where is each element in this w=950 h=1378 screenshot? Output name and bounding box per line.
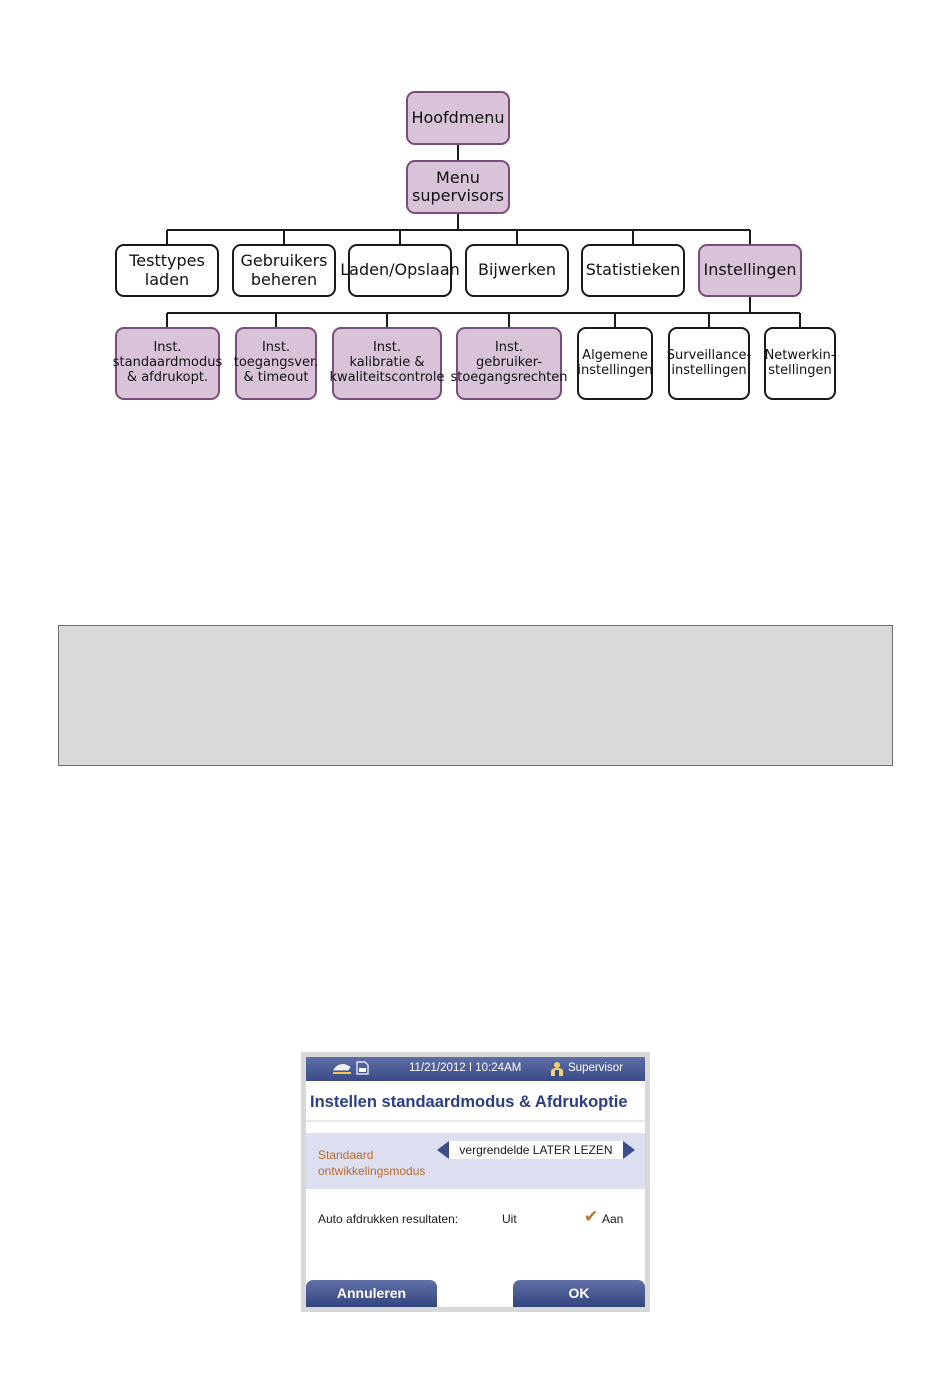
menu-node-inst-kalibratie: Inst. kalibratie & kwaliteitscontrole (330, 327, 445, 400)
menu-node-inst-toegangsver: Inst. toegangsver. & timeout (234, 327, 318, 400)
default-mode-row: Standaard ontwikkelingsmodus vergrendeld… (306, 1133, 645, 1189)
screen-title: Instellen standaardmodus & Afdrukoptie (310, 1093, 628, 1111)
status-user: Supervisor (568, 1062, 623, 1074)
menu-node-netwerkinstellingen: Netwerkin- stellingen (764, 327, 836, 400)
next-option-arrow[interactable] (623, 1141, 635, 1159)
status-icons (332, 1061, 369, 1075)
menu-node-inst-standaardmodus: Inst. standaardmodus & afdrukopt. (113, 327, 222, 400)
auto-print-on-option[interactable]: Aan (602, 1212, 624, 1226)
menu-tree-connectors (166, 145, 801, 327)
menu-node-inst-gebruikerstoegangsrechten: Inst. gebruiker- stoegangsrechten (450, 327, 568, 400)
menu-node-hoofdmenu: Hoofdmenu (406, 91, 510, 145)
menu-node-laden-opslaan: Laden/Opslaan (340, 244, 460, 297)
device-screen: 11/21/2012 I 10:24AM Supervisor Instelle… (306, 1057, 645, 1307)
status-datetime: 11/21/2012 I 10:24AM (409, 1062, 522, 1074)
menu-node-bijwerken: Bijwerken (465, 244, 569, 297)
default-mode-value: vergrendelde LATER LEZEN (449, 1141, 623, 1159)
menu-node-algemene-instellingen: Algemene instellingen (577, 327, 653, 400)
sd-card-icon (356, 1061, 369, 1075)
previous-option-arrow[interactable] (437, 1141, 449, 1159)
cartridge-icon (333, 1064, 351, 1074)
menu-node-surveillance-instellingen: Surveillance- instellingen (667, 327, 751, 400)
title-divider (306, 1120, 645, 1122)
device-screenshot: 11/21/2012 I 10:24AM Supervisor Instelle… (301, 1052, 650, 1312)
ok-button[interactable]: OK (513, 1280, 645, 1307)
menu-node-instellingen: Instellingen (698, 244, 802, 297)
auto-print-label: Auto afdrukken resultaten: (318, 1212, 459, 1226)
supervisor-icon (551, 1062, 563, 1076)
cancel-button[interactable]: Annuleren (306, 1280, 437, 1307)
default-mode-label-line1: Standaard (318, 1148, 374, 1162)
status-bar: 11/21/2012 I 10:24AM Supervisor (306, 1057, 645, 1081)
checkmark-icon: ✔ (584, 1207, 599, 1226)
default-mode-label: Standaard ontwikkelingsmodus (318, 1147, 425, 1179)
auto-print-off-option[interactable]: Uit (502, 1212, 517, 1226)
note-box (58, 625, 893, 766)
default-mode-label-line2: ontwikkelingsmodus (318, 1164, 426, 1179)
menu-node-gebruikers-beheren: Gebruikers beheren (232, 244, 336, 297)
menu-node-menu-supervisors: Menu supervisors (406, 160, 510, 214)
menu-node-statistieken: Statistieken (581, 244, 685, 297)
menu-node-testtypes-laden: Testtypes laden (115, 244, 219, 297)
